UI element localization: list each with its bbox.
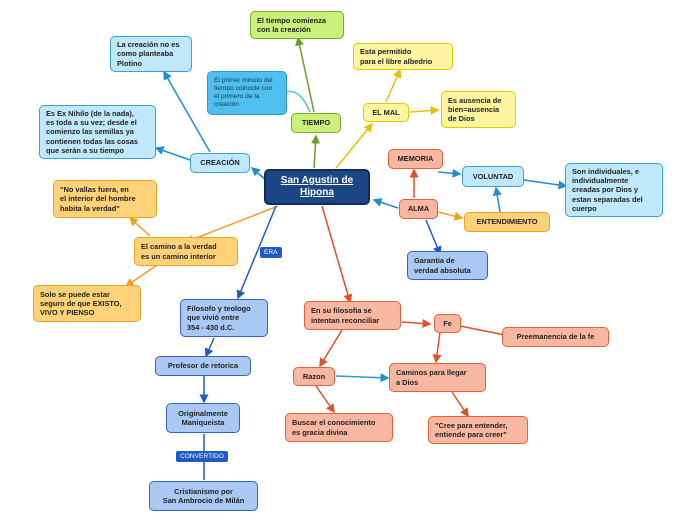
node-plotino[interactable]: La creación no es como planteaba Plotino: [110, 36, 192, 72]
note-primer-minuto[interactable]: El primer minuto del tiempo coincide con…: [207, 71, 287, 115]
node-entendimiento[interactable]: ENTENDIMIENTO: [464, 212, 550, 232]
node-cristianismo[interactable]: Cristianismo por San Ambrocio de Milán: [149, 481, 258, 511]
era-label: ERA: [260, 247, 282, 258]
node-filosofo[interactable]: Filosofo y teologo que vivió entre 354 -…: [180, 299, 268, 337]
node-voluntad[interactable]: VOLUNTAD: [462, 166, 524, 187]
node-garantia[interactable]: Garantia de verdad absoluta: [407, 251, 488, 280]
topic-filosofia[interactable]: En su filosofia se intentan reconciliar: [304, 301, 401, 330]
node-no-vallas[interactable]: "No vallas fuera, en el interior del hom…: [53, 180, 157, 218]
node-existo[interactable]: Solo se puede estar seguro de que EXISTO…: [33, 285, 141, 322]
node-razon[interactable]: Razon: [293, 367, 335, 386]
node-individuales[interactable]: Son individuales, e individualmente crea…: [565, 163, 663, 217]
topic-el-mal[interactable]: EL MAL: [363, 103, 409, 122]
node-tiempo-comienza[interactable]: El tiempo comienza con la creación: [250, 11, 344, 39]
node-cree[interactable]: "Cree para entender, entiende para creer…: [428, 416, 528, 444]
node-fe[interactable]: Fe: [434, 314, 461, 333]
topic-tiempo[interactable]: TIEMPO: [291, 113, 341, 133]
node-profesor[interactable]: Profesor de retorica: [155, 356, 251, 376]
central-topic[interactable]: San Agustin de Hipona: [264, 169, 370, 205]
node-caminos[interactable]: Caminos para llegar a Dios: [389, 363, 486, 392]
topic-camino-verdad[interactable]: El camino a la verdad es un camino inter…: [134, 237, 238, 266]
node-memoria[interactable]: MEMORIA: [388, 149, 443, 169]
node-ausencia-bien[interactable]: Es ausencia de bien=ausencia de Dios: [441, 91, 516, 128]
node-buscar[interactable]: Buscar el conocimiento es gracia divina: [285, 413, 393, 442]
topic-creacion[interactable]: CREACIÓN: [190, 153, 250, 173]
node-preeminencia[interactable]: Preemanencia de la fe: [502, 327, 609, 347]
node-libre-albedrio[interactable]: Esta permitido para el libre albedrio: [353, 43, 453, 70]
topic-alma[interactable]: ALMA: [399, 199, 438, 219]
convertido-label: CONVERTIDO: [176, 451, 228, 462]
node-ex-nihilo[interactable]: Es Ex Nihilo (de la nada), es toda a su …: [39, 105, 156, 159]
node-maniqueista[interactable]: Originalmente Maniqueista: [166, 403, 240, 433]
